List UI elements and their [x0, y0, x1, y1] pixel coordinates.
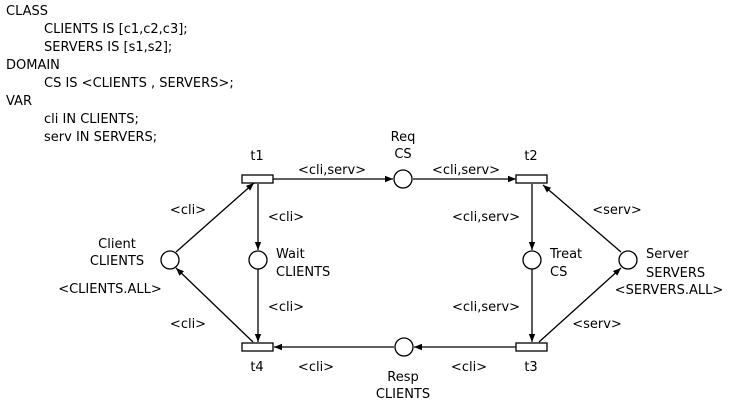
place-server-domain: SERVERS — [646, 266, 705, 281]
place-wait — [248, 250, 268, 270]
place-client — [160, 250, 180, 270]
arc-label-t3-server: <serv> — [572, 317, 622, 332]
place-reqcs-domain: CS — [394, 147, 411, 162]
place-client-domain: CLIENTS — [90, 254, 144, 269]
place-resp-name: Resp — [387, 370, 418, 385]
label-t2: t2 — [524, 149, 537, 164]
arc-label-treat-t3: <cli,serv> — [452, 300, 520, 315]
arc-label-t4-client: <cli> — [170, 317, 206, 332]
transition-t4 — [241, 342, 274, 352]
place-treat-name: Treat — [549, 247, 582, 262]
servers-declaration: SERVERS IS [s1,s2]; — [44, 40, 173, 55]
arc-t4-client — [175, 267, 254, 343]
place-reqcs — [393, 169, 413, 189]
place-server-marking: <SERVERS.ALL> — [615, 283, 723, 298]
label-t3: t3 — [524, 360, 537, 375]
transition-t3 — [515, 342, 548, 352]
place-resp — [394, 337, 414, 357]
domain-keyword: DOMAIN — [6, 58, 60, 73]
arc-label-wait-t4: <cli> — [268, 300, 304, 315]
transition-t1 — [241, 174, 274, 184]
arc-label-t2-treat: <cli,serv> — [452, 210, 520, 225]
cli-declaration: cli IN CLIENTS; — [44, 112, 139, 127]
arc-t3-server — [538, 267, 622, 343]
arc-label-t3-resp: <cli> — [451, 360, 487, 375]
place-resp-domain: CLIENTS — [376, 387, 430, 402]
arc-label-reqcs-t2: <cli,serv> — [432, 163, 500, 178]
place-reqcs-name: Req — [391, 130, 416, 145]
place-server — [618, 250, 638, 270]
arc-server-t2 — [542, 184, 622, 253]
place-client-name: Client — [98, 237, 136, 252]
transition-t2 — [515, 174, 548, 184]
place-wait-name: Wait — [276, 247, 305, 262]
label-t4: t4 — [250, 360, 263, 375]
place-treat — [522, 250, 542, 270]
place-client-marking: <CLIENTS.ALL> — [58, 282, 162, 297]
arc-label-t1-reqcs: <cli,serv> — [298, 163, 366, 178]
arc-label-resp-t4: <cli> — [298, 360, 334, 375]
declarations-block: CLASS CLIENTS IS [c1,c2,c3]; SERVERS IS … — [6, 3, 234, 147]
class-keyword: CLASS — [6, 4, 49, 19]
arc-label-client-t1: <cli> — [170, 203, 206, 218]
serv-declaration: serv IN SERVERS; — [44, 130, 158, 145]
arc-client-t1 — [175, 182, 255, 253]
label-t1: t1 — [250, 149, 263, 164]
arc-label-t1-wait: <cli> — [268, 210, 304, 225]
cs-declaration: CS IS <CLIENTS , SERVERS>; — [44, 76, 234, 91]
place-wait-domain: CLIENTS — [276, 265, 330, 280]
arc-label-server-t2: <serv> — [592, 203, 642, 218]
clients-declaration: CLIENTS IS [c1,c2,c3]; — [44, 22, 188, 37]
place-treat-domain: CS — [550, 265, 567, 280]
place-server-name: Server — [646, 247, 689, 262]
var-keyword: VAR — [6, 94, 32, 109]
